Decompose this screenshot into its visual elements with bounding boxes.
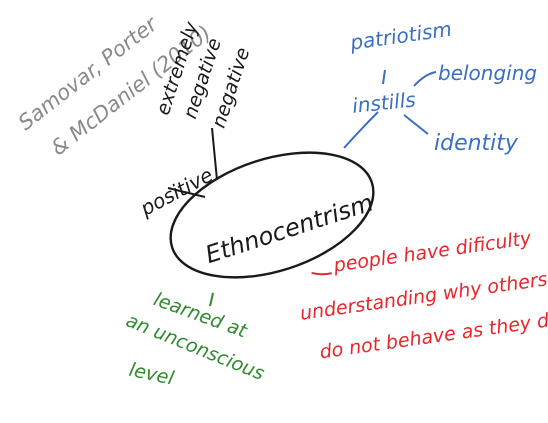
instills-connector xyxy=(343,111,379,149)
learned-note: learned at an unconscious level xyxy=(123,288,268,389)
difficulty-note: people have dificulty understanding why … xyxy=(299,227,548,363)
identity-connector xyxy=(403,114,429,135)
learned-connector xyxy=(209,292,214,307)
learned-line-3: level xyxy=(127,359,176,390)
positive-connector xyxy=(167,187,206,198)
identity-label: identity xyxy=(434,131,519,156)
instills-branch: patriotism instills belonging identity xyxy=(343,17,537,156)
instills-label: instills xyxy=(351,87,417,118)
difficulty-line-1: people have dificulty xyxy=(331,227,533,277)
negative-branch: extremely negative negative xyxy=(152,18,254,130)
patriotism-label: patriotism xyxy=(348,17,453,55)
positive-label: positive xyxy=(135,163,216,221)
patriotism-connector xyxy=(382,69,386,85)
negative-connector xyxy=(211,127,218,181)
difficulty-connector xyxy=(311,271,333,276)
belonging-connector xyxy=(413,71,437,87)
belonging-label: belonging xyxy=(438,61,537,85)
center-ellipse xyxy=(169,151,375,279)
